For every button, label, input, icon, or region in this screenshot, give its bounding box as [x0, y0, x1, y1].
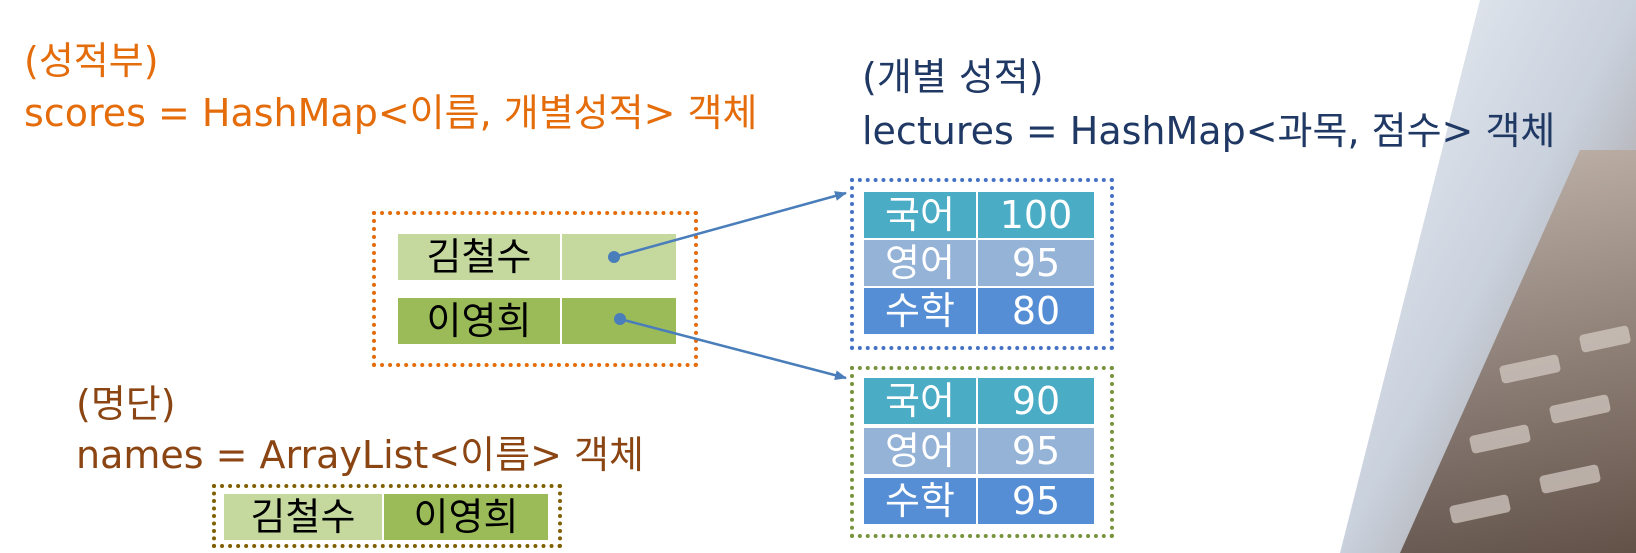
- reference-arrow: [620, 319, 846, 378]
- reference-arrow: [614, 193, 846, 257]
